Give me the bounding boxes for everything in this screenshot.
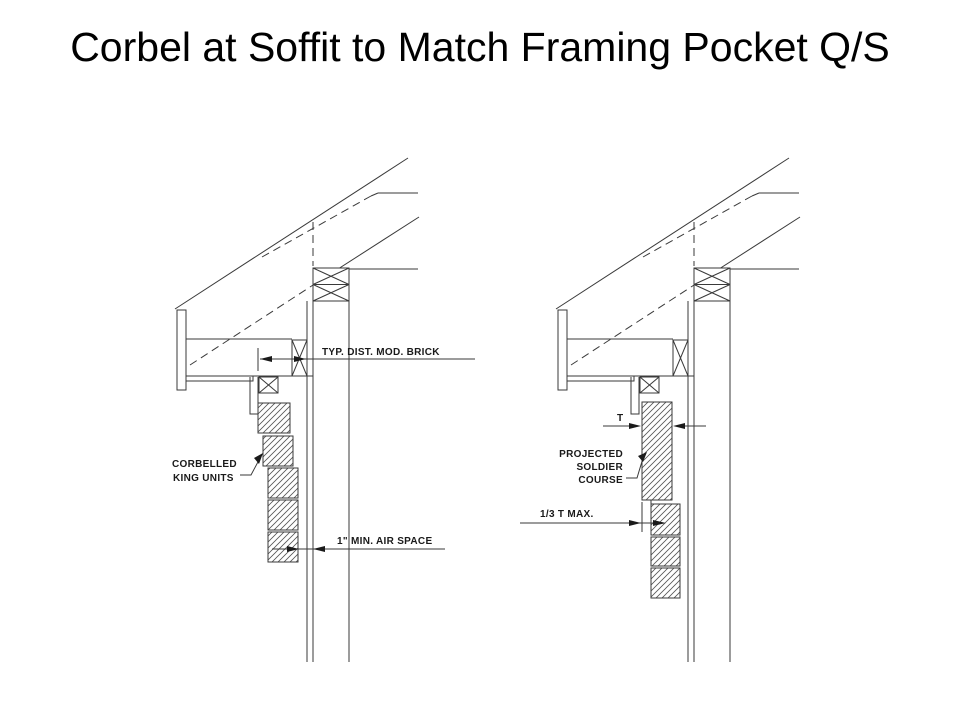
corbelled-label-line1: CORBELLED bbox=[172, 459, 237, 470]
projected-label-line2: SOLDIER bbox=[576, 462, 623, 473]
veneer-brick bbox=[267, 499, 299, 531]
soldier-course-brick bbox=[641, 401, 673, 501]
left-detail-drawing: TYP. DIST. MOD. BRICK CORBELLED KING UNI… bbox=[172, 157, 475, 663]
dimension-arrow bbox=[629, 520, 641, 526]
corbelled-brick bbox=[257, 402, 291, 434]
corbelled-king-units bbox=[257, 402, 299, 563]
page-title: Corbel at Soffit to Match Framing Pocket… bbox=[70, 24, 890, 70]
air-space-dimension: 1" MIN. AIR SPACE bbox=[272, 536, 445, 552]
veneer-brick bbox=[267, 531, 299, 563]
typ-dist-mod-brick-label: TYP. DIST. MOD. BRICK bbox=[322, 347, 440, 358]
leader-line bbox=[626, 457, 644, 479]
dimension-arrow bbox=[313, 546, 325, 552]
left-eave-framing bbox=[174, 157, 420, 663]
projected-label-line3: COURSE bbox=[578, 475, 623, 486]
leader-line bbox=[240, 459, 260, 476]
dimension-arrow bbox=[653, 520, 666, 526]
corbelled-label-line2: KING UNITS bbox=[173, 473, 234, 484]
veneer-brick bbox=[650, 567, 681, 599]
right-detail-drawing: T PROJECTED SOLDIER COURSE 1/3 T M bbox=[520, 157, 801, 663]
dimension-arrow bbox=[629, 423, 641, 429]
projected-soldier-course-callout: PROJECTED SOLDIER COURSE bbox=[559, 449, 647, 486]
dimension-arrow bbox=[673, 423, 685, 429]
air-space-label: 1" MIN. AIR SPACE bbox=[337, 536, 432, 547]
t-dimension: T bbox=[603, 413, 706, 429]
one-third-t-max-label: 1/3 T MAX. bbox=[540, 509, 594, 520]
corbelled-brick bbox=[262, 435, 294, 467]
veneer-brick bbox=[650, 503, 681, 536]
dimension-arrow bbox=[260, 356, 272, 362]
veneer-brick bbox=[650, 536, 681, 567]
t-label: T bbox=[617, 413, 623, 424]
leader-arrowhead bbox=[638, 452, 647, 462]
leader-arrowhead bbox=[254, 453, 263, 464]
projected-label-line1: PROJECTED bbox=[559, 449, 623, 460]
one-third-t-dimension: 1/3 T MAX. bbox=[520, 502, 666, 532]
corbelled-king-units-callout: CORBELLED KING UNITS bbox=[172, 453, 263, 484]
veneer-brick bbox=[267, 467, 299, 499]
dimension-arrow bbox=[294, 356, 306, 362]
projected-soldier-course-bricks bbox=[641, 401, 681, 599]
dimension-arrow bbox=[287, 546, 299, 552]
typ-dist-dimension: TYP. DIST. MOD. BRICK bbox=[257, 347, 475, 371]
